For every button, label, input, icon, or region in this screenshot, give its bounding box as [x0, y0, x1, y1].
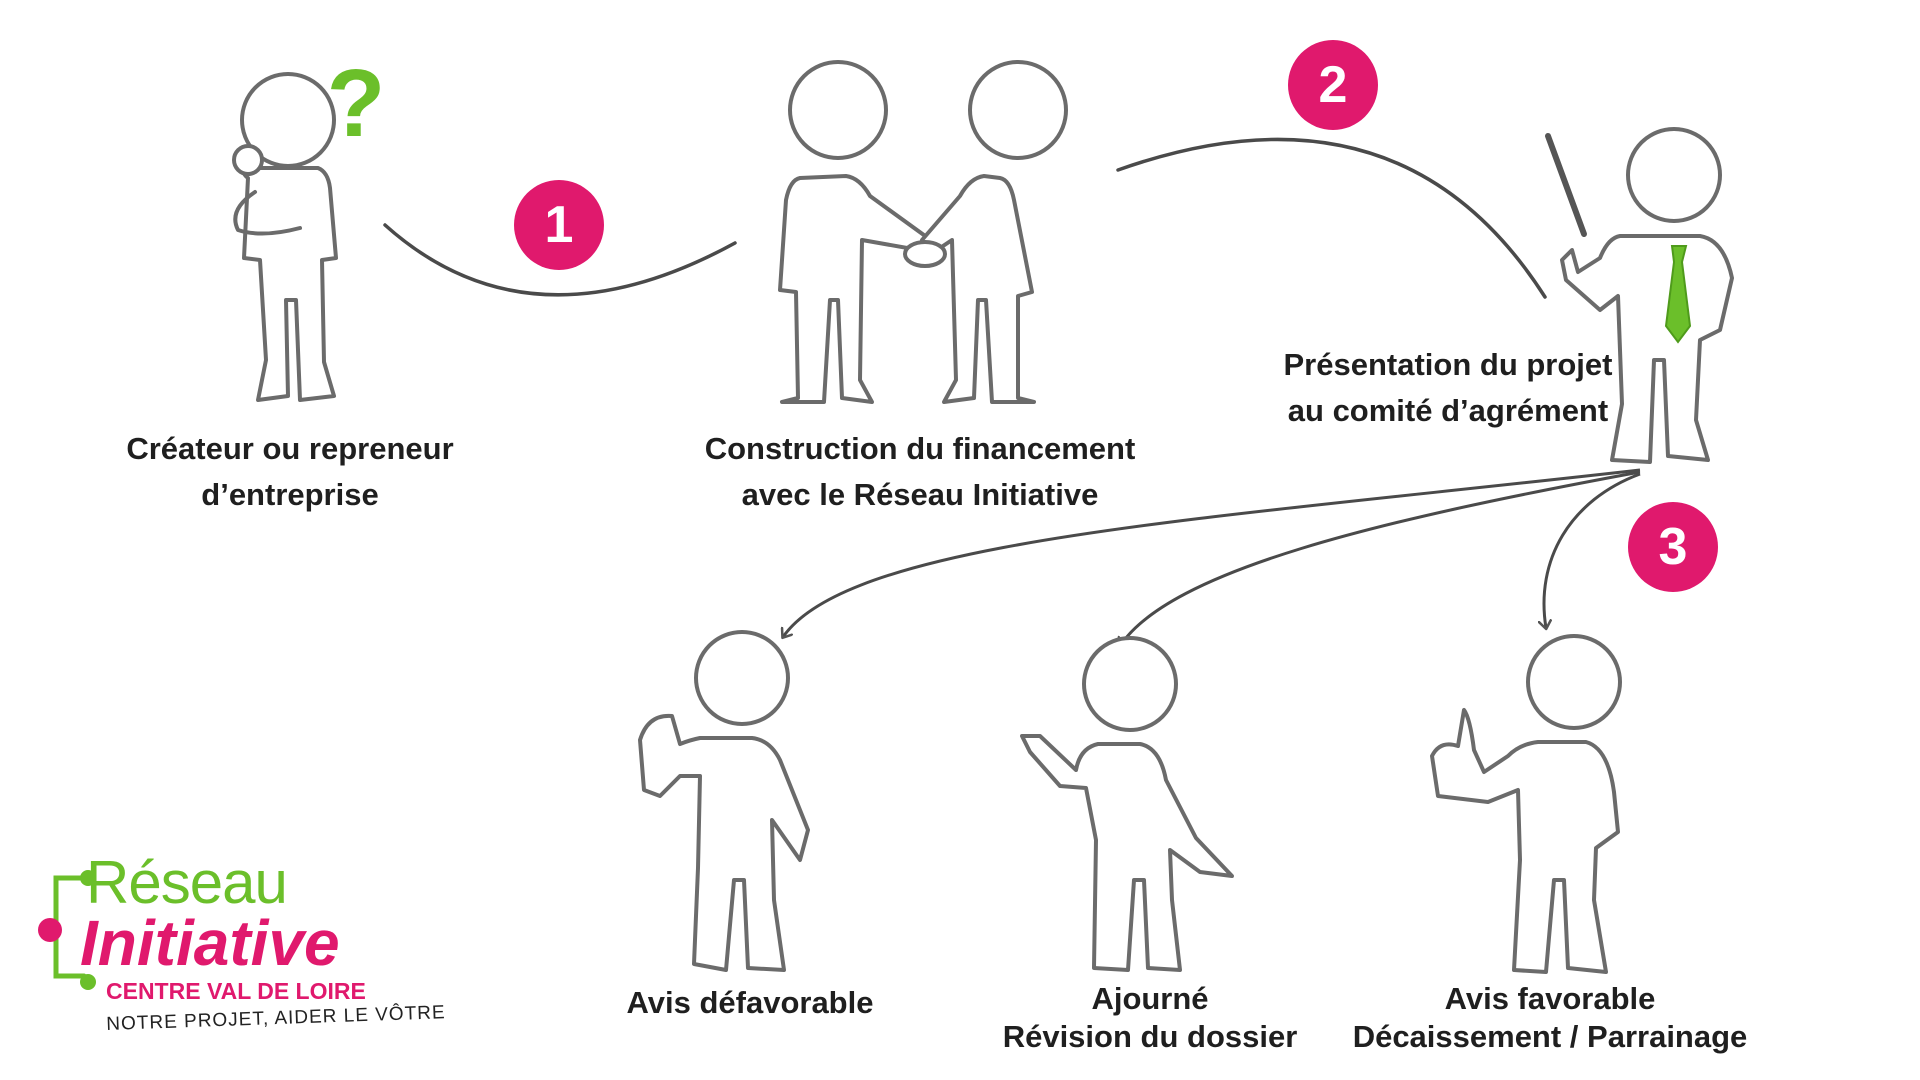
label-creator-line1: Créateur ou repreneur: [126, 431, 454, 466]
connector-1: [383, 223, 737, 297]
label-favorable-line1: Avis favorable: [1444, 981, 1656, 1016]
defavorable-figure: [638, 630, 810, 972]
logo-dot-green-2: [80, 974, 96, 990]
creator-figure: [232, 72, 338, 402]
label-ajourne-line2: Révision du dossier: [1002, 1019, 1298, 1054]
pointer-stick: [1545, 133, 1587, 237]
label-construction-line1: Construction du financement: [704, 431, 1136, 466]
label-favorable-line2: Décaissement / Parrainage: [1352, 1019, 1748, 1054]
ajourne-figure: [1020, 636, 1234, 972]
tie-icon: [1664, 245, 1692, 344]
label-presentation: Présentation du projet au comité d’agrém…: [1258, 342, 1638, 434]
presenter-figure: [1560, 127, 1734, 464]
label-construction: Construction du financement avec le Rése…: [700, 426, 1140, 518]
label-ajourne: Ajourné Révision du dossier: [980, 980, 1320, 1056]
logo-region: CENTRE VAL DE LOIRE: [106, 978, 366, 1004]
label-presentation-line2: au comité d’agrément: [1287, 393, 1609, 428]
label-defavorable: Avis défavorable: [580, 980, 920, 1026]
label-construction-line2: avec le Réseau Initiative: [741, 477, 1099, 512]
step-badge-3: 3: [1628, 502, 1718, 592]
arrow-ajourne: [1120, 470, 1641, 646]
connector-2: [1116, 137, 1547, 299]
logo-word-initiative: Initiative: [80, 907, 340, 979]
label-presentation-line1: Présentation du projet: [1283, 347, 1613, 382]
label-defavorable-line1: Avis défavorable: [626, 985, 874, 1020]
step-badge-2: 2: [1288, 40, 1378, 130]
step-badge-1: 1: [514, 180, 604, 270]
logo-word-reseau: Réseau: [86, 849, 288, 916]
label-creator: Créateur ou repreneur d’entreprise: [110, 426, 470, 518]
label-creator-line2: d’entreprise: [201, 477, 379, 512]
handshake-figures: [778, 60, 1068, 404]
logo-dot-pink: [38, 918, 62, 942]
arrow-favorable: [1544, 472, 1641, 628]
label-favorable: Avis favorable Décaissement / Parrainage: [1340, 980, 1760, 1056]
question-mark-icon: ?: [327, 50, 386, 157]
arrow-defavorable: [783, 468, 1641, 637]
favorable-figure: [1430, 634, 1622, 974]
logo-dot-green-1: [80, 870, 96, 886]
label-ajourne-line1: Ajourné: [1091, 981, 1209, 1016]
